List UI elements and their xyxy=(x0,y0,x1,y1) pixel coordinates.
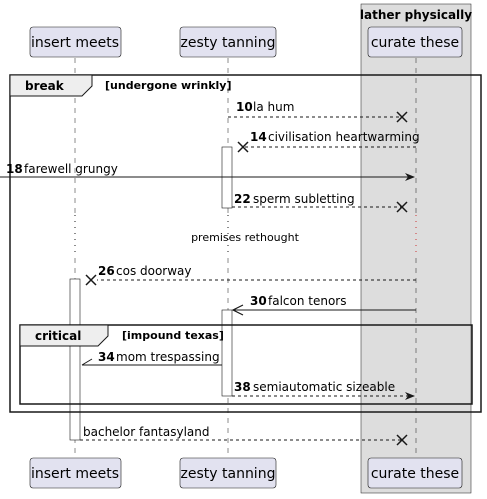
arrow-head-icon xyxy=(231,304,244,316)
message-number: 38 xyxy=(234,380,251,394)
frame-critical: critical [impound texas] xyxy=(19,324,473,405)
half-arrow-icon xyxy=(81,358,93,366)
frame-break-keyword: break xyxy=(25,79,65,93)
message-number: 22 xyxy=(234,192,251,206)
message-label: mom trespassing xyxy=(116,350,220,364)
participant-label: curate these xyxy=(371,35,459,51)
message-number: 34 xyxy=(98,350,115,364)
message-30: 30 falcon tenors xyxy=(231,294,416,316)
message-22: 22 sperm subletting xyxy=(232,192,408,213)
activation-bar-zesty-2 xyxy=(221,309,233,397)
message-number: 14 xyxy=(250,130,267,144)
lost-x-icon xyxy=(237,141,249,153)
participant-zesty-tanning-top: zesty tanning xyxy=(179,26,277,58)
message-label: civilisation heartwarming xyxy=(268,130,420,144)
message-number: 30 xyxy=(250,294,267,308)
participant-curate-these-top: curate these xyxy=(367,26,463,58)
message-label: falcon tenors xyxy=(268,294,347,308)
activation-bar-insert xyxy=(69,278,81,441)
message-label: cos doorway xyxy=(116,264,192,278)
message-label: farewell grungy xyxy=(24,162,118,176)
participant-label: zesty tanning xyxy=(181,466,276,482)
message-bachelor: bachelor fantasyland xyxy=(80,425,408,446)
message-10: 10 la hum xyxy=(228,100,408,123)
box-title: lather physically xyxy=(360,8,472,22)
message-label: bachelor fantasyland xyxy=(83,425,210,439)
lost-x-icon xyxy=(396,201,408,213)
message-38: 38 semiautomatic sizeable xyxy=(232,380,415,400)
divider-label: premises rethought xyxy=(191,231,300,244)
frame-critical-condition: [impound texas] xyxy=(122,329,224,342)
participant-zesty-tanning-bottom: zesty tanning xyxy=(179,457,277,489)
participant-insert-meets-top: insert meets xyxy=(29,26,122,58)
participant-label: insert meets xyxy=(31,466,119,482)
participant-curate-these-bottom: curate these xyxy=(367,457,463,489)
message-number: 26 xyxy=(98,264,115,278)
participant-label: zesty tanning xyxy=(181,35,276,51)
participant-label: curate these xyxy=(371,466,459,482)
message-14: 14 civilisation heartwarming xyxy=(237,130,420,153)
message-label: semiautomatic sizeable xyxy=(253,380,395,394)
lost-x-icon xyxy=(396,111,408,123)
message-label: sperm subletting xyxy=(253,192,355,206)
divider-gap: premises rethought xyxy=(74,215,417,256)
message-34: 34 mom trespassing xyxy=(81,350,222,366)
message-18: 18 farewell grungy xyxy=(0,162,415,181)
message-number: 18 xyxy=(6,162,23,176)
frame-break-condition: [undergone wrinkly] xyxy=(105,79,231,92)
frame-critical-keyword: critical xyxy=(35,329,81,343)
message-label: la hum xyxy=(253,100,294,114)
frame-break: break [undergone wrinkly] xyxy=(9,74,482,413)
message-26: 26 cos doorway xyxy=(85,264,416,286)
message-number: 10 xyxy=(236,100,253,114)
participant-label: insert meets xyxy=(31,35,119,51)
lost-x-icon xyxy=(396,434,408,446)
lost-x-icon xyxy=(85,274,97,286)
participant-insert-meets-bottom: insert meets xyxy=(29,457,122,489)
